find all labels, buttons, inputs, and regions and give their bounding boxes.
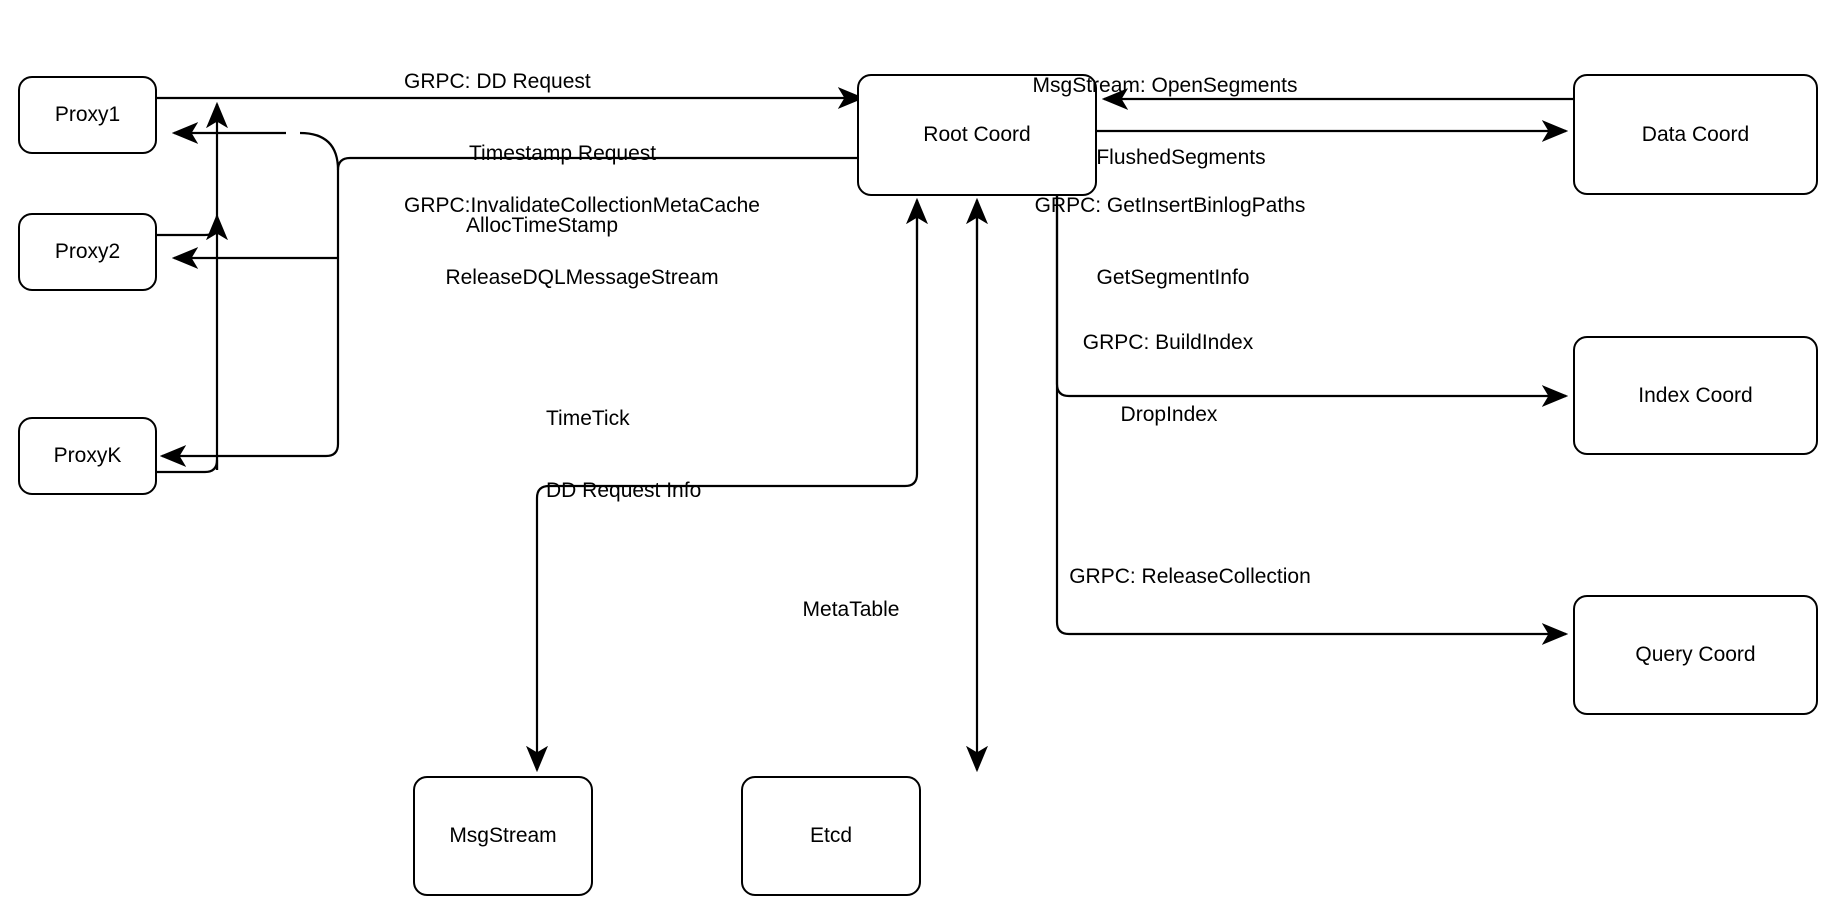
edge-label-rootcoord-to-proxy: GRPC:InvalidateCollectionMetaCache Relea… (380, 146, 784, 338)
node-data-coord[interactable]: Data Coord (1573, 74, 1818, 195)
edge-label-line: FlushedSegments (1096, 146, 1266, 169)
edge-label-line: DropIndex (1120, 403, 1218, 426)
edge-proxy2-out (157, 213, 228, 241)
edge-label-rootcoord-to-msgstream: TimeTick DD Request Info (546, 359, 806, 551)
node-proxy2[interactable]: Proxy2 (18, 213, 157, 291)
edge-label-proxy-to-rootcoord: GRPC: DD Request Timestamp Request Alloc… (404, 22, 656, 286)
node-root-coord[interactable]: Root Coord (857, 74, 1097, 196)
node-proxy1-label: Proxy1 (54, 103, 121, 127)
node-etcd-label: Etcd (809, 824, 853, 848)
edge-label-rootcoord-to-etcd: MetaTable (731, 550, 971, 670)
edge-label-line: AllocTimeStamp (466, 214, 619, 237)
edge-rootcoord-out-left (159, 156, 857, 467)
edge-label-datacoord-to-rootcoord: MsgStream: OpenSegments FlushedSegments (1000, 26, 1330, 218)
edge-label-rootcoord-to-indexcoord: GRPC: BuildIndex DropIndex (1048, 283, 1288, 475)
node-msgstream-label: MsgStream (449, 824, 557, 848)
node-query-coord[interactable]: Query Coord (1573, 595, 1818, 715)
edge-label-line: DD Request Info (546, 479, 702, 502)
edge-label-line: GRPC: GetInsertBinlogPaths (1034, 194, 1306, 217)
node-index-coord-label: Index Coord (1638, 383, 1753, 407)
node-data-coord-label: Data Coord (1641, 122, 1750, 146)
node-proxyk-label: ProxyK (53, 444, 122, 468)
node-proxyk[interactable]: ProxyK (18, 417, 157, 495)
edge-label-line: GRPC:InvalidateCollectionMetaCache (403, 194, 760, 217)
edge-label-line: ReleaseDQLMessageStream (445, 266, 719, 289)
edge-label-line: GRPC: ReleaseCollection (1069, 565, 1311, 588)
node-msgstream[interactable]: MsgStream (413, 776, 593, 896)
edge-label-line: TimeTick (546, 407, 630, 430)
edge-label-line: GetSegmentInfo (1096, 266, 1250, 289)
node-proxy1[interactable]: Proxy1 (18, 76, 157, 154)
edge-branch-proxy1-stub (299, 131, 340, 171)
edge-proxyk-out (157, 458, 219, 474)
edge-label-rootcoord-to-datacoord: GRPC: GetInsertBinlogPaths GetSegmentInf… (1010, 146, 1330, 338)
edge-label-line: MetaTable (802, 598, 900, 621)
edge-label-line: Timestamp Request (469, 142, 657, 165)
edge-label-rootcoord-to-querycoord: GRPC: ReleaseCollection (1040, 517, 1340, 637)
node-root-coord-label: Root Coord (923, 123, 1031, 147)
edge-rootcoord-to-msgstream (526, 203, 919, 773)
edge-label-line: GRPC: DD Request (404, 70, 591, 93)
node-index-coord[interactable]: Index Coord (1573, 336, 1818, 455)
edge-rootcoord-to-querycoord (1055, 196, 1569, 645)
node-proxy2-label: Proxy2 (54, 240, 121, 264)
edge-label-line: MsgStream: OpenSegments (1032, 74, 1298, 97)
edge-label-line: GRPC: BuildIndex (1082, 331, 1254, 354)
node-query-coord-label: Query Coord (1635, 643, 1756, 667)
node-etcd[interactable]: Etcd (741, 776, 921, 896)
